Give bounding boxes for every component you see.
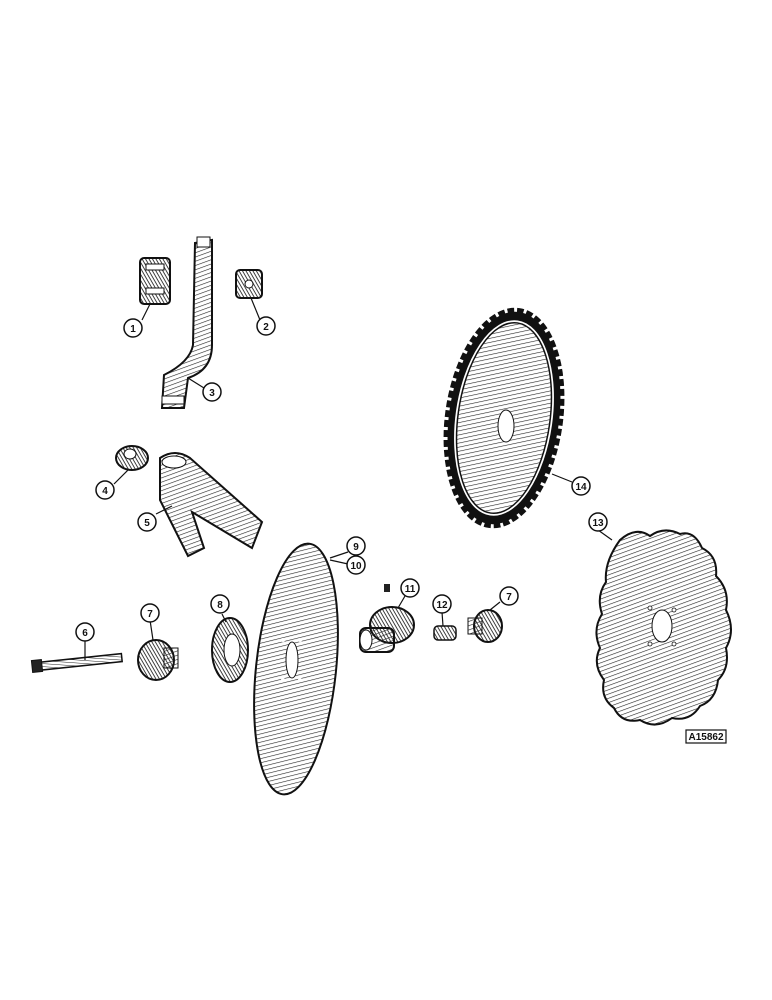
- svg-text:10: 10: [350, 561, 362, 572]
- callout-7-right: 7: [499, 586, 519, 606]
- svg-text:3: 3: [209, 388, 215, 399]
- part-13-scalloped-disc: [595, 529, 732, 726]
- part-11-hub: [359, 606, 415, 653]
- leader-lines: [84, 297, 613, 660]
- callout-14: 14: [571, 476, 591, 496]
- svg-text:8: 8: [217, 600, 223, 611]
- callout-6: 6: [75, 622, 95, 642]
- svg-text:12: 12: [436, 600, 448, 611]
- callout-7-left: 7: [140, 603, 160, 623]
- part-8-flange: [211, 617, 249, 683]
- callout-2: 2: [256, 316, 276, 336]
- svg-text:7: 7: [506, 592, 512, 603]
- svg-text:6: 6: [82, 628, 88, 639]
- part-7-bearing-right: [467, 609, 503, 643]
- callout-1: 1: [123, 318, 143, 338]
- part-3-shank: [160, 236, 213, 409]
- part-4-collar: [115, 445, 149, 471]
- part-6-bolt: [30, 652, 124, 674]
- svg-text:4: 4: [102, 486, 108, 497]
- part-5-yoke: [159, 452, 264, 558]
- svg-text:14: 14: [575, 482, 587, 493]
- grease-fitting: [384, 584, 390, 592]
- callout-9: 9: [346, 536, 366, 556]
- part-9-10-plain-disc: [253, 542, 339, 796]
- callout-12: 12: [432, 594, 452, 614]
- part-14-notched-disc: [441, 305, 567, 531]
- callout-5: 5: [137, 512, 157, 532]
- part-7-bearing-left: [137, 639, 179, 681]
- callout-8: 8: [210, 594, 230, 614]
- part-1-clamp: [139, 257, 171, 305]
- callout-4: 4: [95, 480, 115, 500]
- part-2-clamp: [235, 269, 263, 299]
- callout-3: 3: [202, 382, 222, 402]
- figure-reference-code: A15862: [685, 729, 727, 744]
- callout-10: 10: [346, 555, 366, 575]
- svg-text:1: 1: [130, 324, 136, 335]
- svg-text:2: 2: [263, 322, 269, 333]
- svg-text:13: 13: [592, 518, 604, 529]
- part-12-spacer: [433, 625, 457, 641]
- svg-text:11: 11: [405, 584, 416, 595]
- svg-text:A15862: A15862: [688, 732, 723, 743]
- callout-13: 13: [588, 512, 608, 532]
- callout-11: 11: [400, 578, 420, 598]
- svg-text:9: 9: [353, 542, 359, 553]
- svg-text:5: 5: [144, 518, 150, 529]
- svg-text:7: 7: [147, 609, 153, 620]
